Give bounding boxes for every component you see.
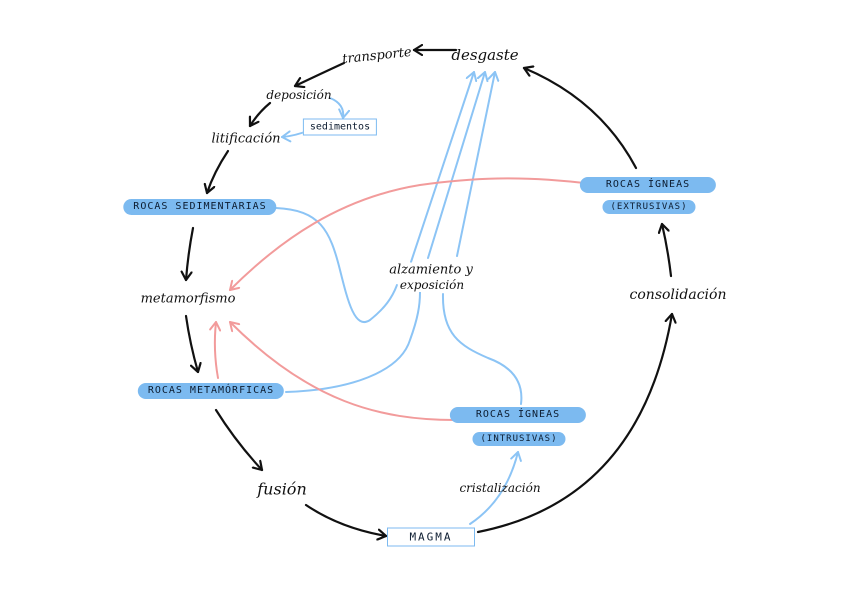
label-exposicion: exposición (397, 278, 467, 292)
arrow-extrusivas-desgaste (522, 68, 638, 170)
box-sedimentos: sedimentos (302, 118, 378, 136)
curve-metamorficas-alzamiento (285, 291, 421, 393)
arrow-metamorfismo-metamorficas (184, 314, 198, 374)
curve-intrusivas-alzamiento (441, 293, 523, 405)
pill-rocas-igneas-intrusivas: ROCAS ÍGNEAS (449, 407, 587, 423)
arrow-fusion-magma (304, 503, 388, 536)
box-magma: MAGMA (387, 527, 475, 547)
arrow-uplift-2 (427, 71, 489, 259)
curve-sedimentarias-alzamiento (275, 207, 398, 323)
label-alzamiento: alzamiento y (387, 262, 475, 278)
pill-extrusivas: (EXTRUSIVAS) (602, 200, 696, 214)
label-cristalizacion: cristalización (459, 481, 541, 495)
arrow-transporte-deposicion (293, 61, 346, 86)
arrow-magma-cristalizacion (469, 451, 522, 525)
arrow-metamorficas-metamorfismo (209, 321, 222, 379)
pill-rocas-metamorficas: ROCAS METAMÓRFICAS (137, 383, 285, 399)
label-metamorfismo: metamorfismo (140, 291, 236, 307)
arrow-deposicion-litificacion (250, 101, 272, 128)
arrow-deposicion-sedimentos (329, 97, 351, 119)
main-cycle-arrows (186, 50, 672, 536)
arrow-extrusivas-metamorfismo (229, 177, 593, 291)
label-desgaste: desgaste (451, 46, 519, 64)
arrow-uplift-3 (456, 71, 500, 257)
label-deposicion: deposición (266, 88, 332, 102)
arrow-metamorficas-fusion (214, 408, 264, 472)
arrow-consolidacion-extrusivas (662, 222, 673, 278)
label-fusion: fusión (257, 479, 307, 499)
pill-rocas-sedimentarias: ROCAS SEDIMENTARIAS (123, 199, 277, 215)
arrow-magma-consolidacion (476, 312, 672, 534)
uplift-arrows (275, 71, 523, 525)
label-consolidacion: consolidación (629, 287, 727, 303)
arrow-litificacion-sedimentarias (207, 149, 230, 195)
pill-rocas-igneas-extrusivas: ROCAS ÍGNEAS (579, 177, 717, 193)
label-litificacion: litificación (211, 131, 281, 147)
arrow-uplift-1 (410, 71, 478, 263)
arrow-sedimentarias-metamorfismo (186, 226, 195, 282)
arrow-intrusivas-metamorfismo (229, 321, 456, 421)
pill-intrusivas: (INTRUSIVAS) (472, 432, 566, 446)
metamorphism-arrows (209, 177, 593, 421)
